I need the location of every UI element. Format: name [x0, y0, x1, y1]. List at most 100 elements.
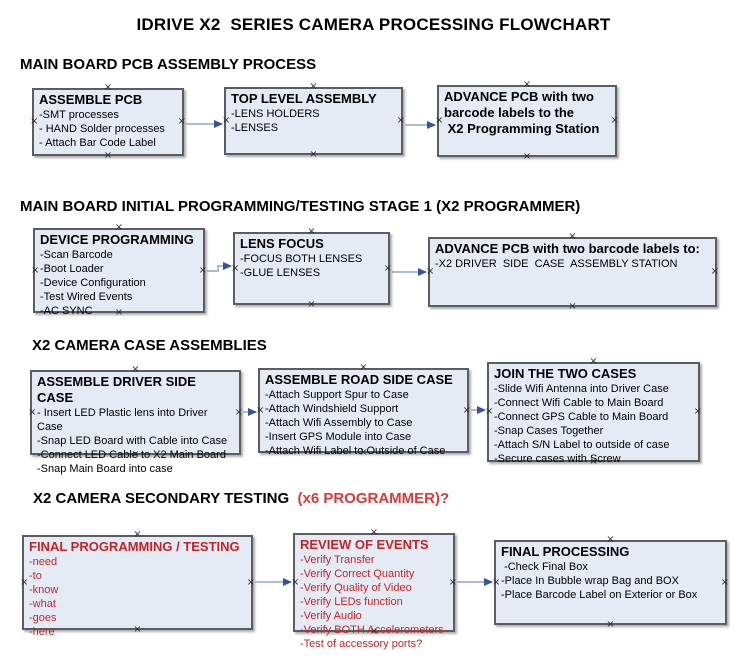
- connection-handle-icon: ×: [710, 266, 719, 277]
- flow-box-final-processing: FINAL PROCESSING -Check Final Box -Place…: [492, 535, 729, 630]
- box-title: ADVANCE PCB with two barcode labels to t…: [444, 89, 600, 136]
- flow-box-assemble-road-side-case: ASSEMBLE ROAD SIDE CASE -Attach Support …: [256, 363, 471, 458]
- connection-handle-icon: ×: [198, 264, 207, 276]
- flow-box-join-the-two-cases: JOIN THE TWO CASES -Slide Wifi Antenna i…: [485, 357, 702, 467]
- arrow-connector: [207, 262, 232, 272]
- flow-box-device-programming: DEVICE PROGRAMMING -Scan Barcode -Boot L…: [31, 223, 207, 318]
- box-title: ASSEMBLE DRIVER SIDE CASE: [37, 374, 200, 405]
- box-line: -Attach Wifi Label to Outside of Case: [265, 445, 446, 457]
- box-line: -Connect LED Cable to X2 Main Board: [37, 449, 226, 461]
- box-line: -Verify Quality of Video: [300, 582, 412, 594]
- box-line: -Check Final Box: [501, 561, 588, 573]
- box-line: - HAND Solder processes: [39, 123, 165, 135]
- box-line: -Slide Wifi Antenna into Driver Case: [494, 383, 669, 395]
- box-line: -what: [29, 598, 56, 610]
- connection-handle-icon: ×: [610, 115, 619, 126]
- connection-handle-icon: ×: [568, 301, 577, 312]
- flow-box-lens-focus: LENS FOCUS -FOCUS BOTH LENSES -GLUE LENS…: [231, 227, 392, 310]
- box-title: ASSEMBLE PCB: [39, 92, 143, 107]
- box-line: -Snap LED Board with Cable into Case: [37, 435, 228, 447]
- flow-box-assemble-pcb: ASSEMBLE PCB -SMT processes - HAND Solde…: [30, 83, 186, 161]
- connection-handle-icon: ×: [359, 362, 368, 373]
- connection-handle-icon: ×: [568, 231, 577, 242]
- connection-handle-icon: ×: [256, 404, 265, 416]
- box-line: -Verify Transfer: [300, 554, 375, 566]
- connection-handle-icon: ×: [103, 150, 113, 161]
- box-line: -Attach S/N Label to outside of case: [494, 439, 670, 451]
- section-heading-text: X2 CAMERA SECONDARY TESTING: [33, 490, 290, 507]
- connection-handle-icon: ×: [309, 81, 318, 92]
- flow-box-review-of-events: REVIEW OF EVENTS -Verify Transfer -Verif…: [291, 528, 457, 651]
- connection-handle-icon: ×: [177, 116, 186, 127]
- connection-handle-icon: ×: [307, 299, 316, 310]
- box-title: FINAL PROCESSING: [501, 544, 630, 559]
- connection-handle-icon: ×: [307, 226, 316, 237]
- connection-handle-icon: ×: [426, 266, 435, 277]
- box-title: REVIEW OF EVENTS: [300, 537, 429, 552]
- flow-box-top-level-assembly: TOP LEVEL ASSEMBLY -LENS HOLDERS -LENSES…: [222, 82, 405, 160]
- box-title: LENS FOCUS: [240, 236, 324, 251]
- connection-handle-icon: ×: [462, 404, 471, 416]
- connection-handle-icon: ×: [606, 619, 615, 630]
- flow-box-advance-pcb-programming-station: ADVANCE PCB with two barcode labels to t…: [435, 80, 619, 162]
- box-line: -here: [29, 626, 55, 638]
- box-line: -know: [29, 584, 59, 596]
- connection-handle-icon: ×: [693, 406, 702, 417]
- box-line: -Test Wired Events: [40, 291, 133, 303]
- box-line: -Verify Audio: [300, 610, 362, 622]
- box-line: -Place In Bubble wrap Bag and BOX: [501, 575, 679, 587]
- connection-handle-icon: ×: [114, 222, 124, 233]
- connection-handle-icon: ×: [492, 576, 501, 588]
- box-line: -Secure cases with Screw: [494, 453, 621, 465]
- box-line: -Verify Correct Quantity: [300, 568, 415, 580]
- section-heading-initial-programming: MAIN BOARD INITIAL PROGRAMMING/TESTING S…: [20, 198, 581, 215]
- box-line: -goes: [29, 612, 57, 624]
- flow-box-assemble-driver-side-case: ASSEMBLE DRIVER SIDE CASE - Insert LED P…: [28, 365, 243, 476]
- connection-handle-icon: ×: [383, 262, 392, 274]
- box-line: -Snap Cases Together: [494, 425, 604, 437]
- box-line: - Insert LED Plastic lens into Driver Ca…: [37, 407, 211, 433]
- box-title: JOIN THE TWO CASES: [494, 366, 637, 381]
- connection-handle-icon: ×: [20, 576, 29, 588]
- box-title: ADVANCE PCB with two barcode labels to:: [435, 241, 700, 256]
- connection-handle-icon: ×: [448, 576, 457, 588]
- page-title: IDRIVE X2 SERIES CAMERA PROCESSING FLOWC…: [136, 15, 611, 34]
- box-line: -LENS HOLDERS: [231, 108, 320, 120]
- flow-box-final-programming-testing: FINAL PROGRAMMING / TESTING -need -to -k…: [20, 530, 255, 639]
- box-line: -Verify BOTH Accelerometers: [300, 624, 444, 636]
- box-title: FINAL PROGRAMMING / TESTING: [29, 539, 240, 554]
- connection-handle-icon: ×: [522, 151, 532, 162]
- connection-handle-icon: ×: [589, 356, 598, 367]
- box-title: DEVICE PROGRAMMING: [40, 232, 194, 247]
- connection-handle-icon: ×: [103, 82, 113, 93]
- box-line: -Attach Support Spur to Case: [265, 389, 409, 401]
- box-line: -SMT processes: [39, 109, 119, 121]
- section-heading-secondary-testing: X2 CAMERA SECONDARY TESTING (x6 PROGRAMM…: [33, 490, 449, 507]
- section-heading-pcb-assembly: MAIN BOARD PCB ASSEMBLY PROCESS: [20, 56, 317, 73]
- connection-handle-icon: ×: [291, 576, 300, 588]
- box-line: -AC SYNC: [40, 305, 93, 317]
- connection-handle-icon: ×: [222, 115, 231, 126]
- connection-handle-icon: ×: [234, 406, 243, 418]
- box-title: ASSEMBLE ROAD SIDE CASE: [265, 372, 453, 387]
- box-line: -Insert GPS Module into Case: [265, 431, 412, 443]
- box-line: -LENSES: [231, 122, 279, 134]
- box-line: -Connect Wifi Cable to Main Board: [494, 397, 664, 409]
- box-line: -X2 DRIVER SIDE CASE ASSEMBLY STATION: [435, 258, 678, 270]
- box-line: -Snap Main Board into case: [37, 463, 173, 475]
- section-heading-case-assemblies: X2 CAMERA CASE ASSEMBLIES: [32, 337, 267, 354]
- connection-handle-icon: ×: [485, 406, 494, 417]
- box-line: -FOCUS BOTH LENSES: [240, 253, 363, 265]
- box-line: -Device Configuration: [40, 277, 146, 289]
- flow-box-advance-pcb-driver-side: ADVANCE PCB with two barcode labels to: …: [426, 232, 719, 312]
- box-line: -Boot Loader: [40, 263, 104, 275]
- connection-handle-icon: ×: [131, 364, 140, 375]
- connection-handle-icon: ×: [606, 534, 615, 545]
- connection-handle-icon: ×: [435, 115, 444, 126]
- connection-handle-icon: ×: [522, 79, 532, 90]
- connection-handle-icon: ×: [309, 149, 318, 160]
- box-line: -Attach Windshield Support: [265, 403, 399, 415]
- connection-handle-icon: ×: [28, 406, 37, 418]
- box-line: -Place Barcode Label on Exterior or Box: [501, 589, 698, 601]
- section-heading-red-suffix: (x6 PROGRAMMER)?: [289, 490, 450, 507]
